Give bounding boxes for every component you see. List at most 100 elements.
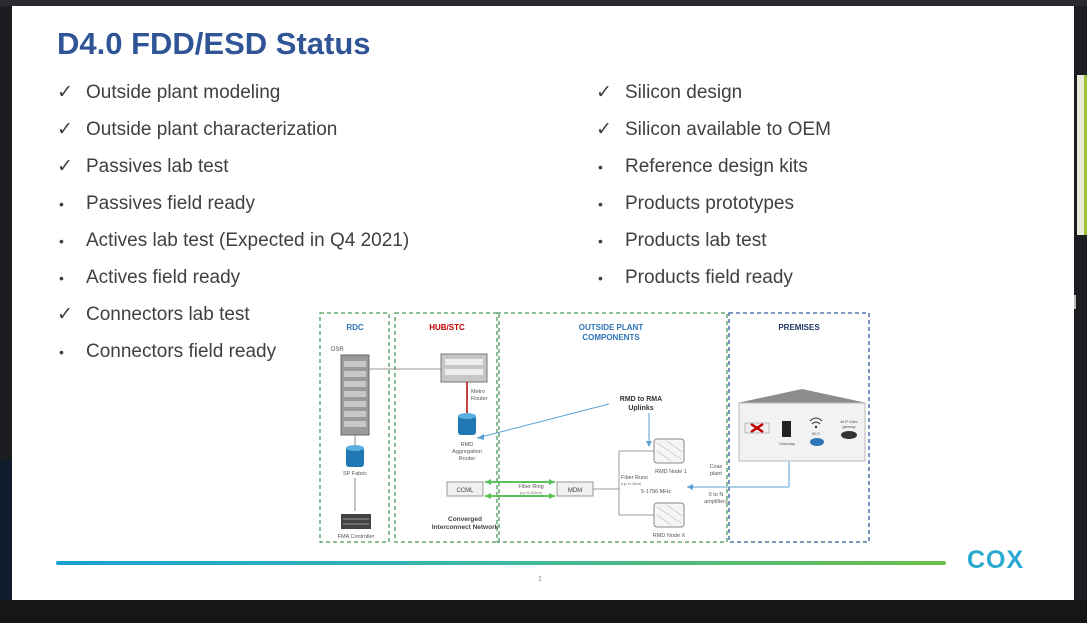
network-architecture-diagram: RDC HUB/STC OUTSIDE PLANT COMPONENTS PRE… — [319, 311, 874, 545]
status-list-left: ✓ Outside plant modeling ✓ Outside plant ch… — [57, 79, 409, 375]
status-item-text: Products field ready — [625, 267, 793, 288]
video-gateway-label-1: All IP video — [840, 420, 857, 424]
bullet-icon: • — [59, 344, 64, 360]
status-item: • Passives field ready — [57, 190, 409, 227]
checkmark-icon: ✓ — [57, 82, 73, 103]
fma-controller-label: FMA Controller — [338, 534, 375, 540]
osp-title-2: COMPONENTS — [582, 333, 640, 342]
status-item-text: Passives field ready — [86, 193, 255, 214]
rmd-agg-label-1: RMD — [461, 442, 474, 448]
status-item-text: Actives field ready — [86, 267, 241, 288]
rdc-title: RDC — [346, 323, 364, 332]
premises-title: PREMISES — [778, 323, 820, 332]
rdc-section — [319, 312, 390, 543]
rmd-node-1-icon — [653, 438, 685, 464]
premises-section — [728, 312, 870, 543]
status-item: • Actives field ready — [57, 264, 409, 301]
rmd-node-x-icon — [653, 502, 685, 528]
fiber-ring-label-2: (up to 80km) — [520, 490, 543, 495]
metro-router-label-1: Metro — [471, 389, 485, 395]
status-item: • Reference design kits — [596, 153, 831, 190]
sp-fabric-label: SP Fabric — [343, 471, 367, 477]
fiber-ring-label-1: Fiber Ring — [518, 484, 543, 490]
status-item: • Products lab test — [596, 227, 831, 264]
checkmark-icon: ✓ — [596, 82, 612, 103]
ccml-label: CCML — [456, 488, 474, 494]
bullet-icon: • — [598, 233, 603, 249]
status-item-text: Connectors field ready — [86, 341, 277, 362]
uplink-line — [476, 403, 610, 439]
rmd-aggregation-router-icon — [458, 413, 476, 435]
status-item-text: Products prototypes — [625, 193, 794, 214]
uplinks-label-2: Uplinks — [628, 405, 653, 412]
sp-fabric-router-icon — [346, 445, 364, 467]
amplifiers-label-2: amplifiers — [704, 499, 728, 505]
status-item: ✓ Outside plant characterization — [57, 116, 409, 153]
window-top-strip — [0, 0, 1087, 6]
converged-label-1: Converged — [448, 516, 482, 523]
status-item-text: Products lab test — [625, 230, 767, 251]
cable-modem-icon — [744, 422, 770, 434]
status-item: ✓ Passives lab test — [57, 153, 409, 190]
status-list-right: ✓ Silicon design ✓ Silicon available to OEM… — [596, 79, 831, 301]
status-item-text: Connectors lab test — [86, 304, 250, 325]
coax-label-2: plant — [710, 471, 722, 477]
status-item: • Connectors field ready — [57, 338, 409, 375]
video-device-icon — [810, 438, 824, 446]
amplifiers-label-1: 0 to N — [709, 492, 724, 498]
status-item-text: Silicon design — [625, 82, 743, 103]
coax-label-1: Coax — [710, 464, 723, 470]
ccml-box — [446, 481, 484, 497]
gateway-label: Gateway — [779, 441, 795, 446]
window-left-edge — [0, 460, 14, 600]
bullet-icon: • — [59, 196, 64, 212]
slide-title: D4.0 FDD/ESD Status — [57, 26, 371, 61]
metro-router-label-2: Router — [471, 396, 488, 402]
status-item-text: Actives lab test (Expected in Q4 2021) — [86, 230, 410, 251]
converged-label-2: Interconnect Network — [432, 524, 499, 531]
status-item-text: Outside plant characterization — [86, 119, 338, 140]
status-item: ✓ Silicon available to OEM — [596, 116, 831, 153]
bullet-icon: • — [598, 196, 603, 212]
resize-handle[interactable] — [1074, 295, 1076, 309]
status-item-text: Silicon available to OEM — [625, 119, 831, 140]
status-item: ✓ Connectors lab test — [57, 301, 409, 338]
bullet-icon: • — [598, 159, 603, 175]
uplinks-label-1: RMD to RMA — [620, 396, 662, 403]
fiber-runs-label-2: (up to 8km) — [621, 481, 642, 486]
rmd-agg-label-2: Aggregation — [452, 449, 482, 455]
rmd-agg-label-3: Router — [459, 456, 476, 462]
hub-section — [394, 312, 500, 543]
bullet-icon: • — [598, 270, 603, 286]
window-bottom-strip — [0, 600, 1087, 623]
status-item: • Actives lab test (Expected in Q4 2021) — [57, 227, 409, 264]
side-panel-tab[interactable] — [1077, 75, 1087, 235]
wifi-label: Wi-Fi — [812, 432, 820, 436]
bullet-icon: • — [59, 270, 64, 286]
status-item-text: Reference design kits — [625, 156, 808, 177]
metro-router-icon — [440, 353, 488, 383]
status-item: ✓ Silicon design — [596, 79, 831, 116]
fiber-runs-label-1: Fiber Runs — [621, 475, 648, 481]
frequency-label: 5-1796 MHz — [641, 489, 671, 495]
wifi-icon — [809, 417, 823, 429]
hub-title: HUB/STC — [429, 323, 465, 332]
cox-logo: COX — [967, 546, 1025, 574]
checkmark-icon: ✓ — [57, 119, 73, 140]
checkmark-icon: ✓ — [57, 304, 73, 325]
page-number: 1 — [538, 576, 542, 583]
presentation-slide: D4.0 FDD/ESD Status ✓ Outside plant model… — [12, 6, 1074, 600]
mdm-label: MDM — [568, 488, 582, 494]
fma-controller-icon — [341, 514, 371, 529]
rmd-node-1-label: RMD Node 1 — [655, 469, 687, 475]
bullet-icon: • — [59, 233, 64, 249]
status-item: • Products field ready — [596, 264, 831, 301]
video-gateway-icon — [841, 431, 857, 439]
status-item-text: Outside plant modeling — [86, 82, 281, 103]
checkmark-icon: ✓ — [596, 119, 612, 140]
status-item: • Products prototypes — [596, 190, 831, 227]
video-gateway-label-2: gateway — [842, 425, 855, 429]
gateway-icon — [782, 421, 791, 437]
checkmark-icon: ✓ — [57, 156, 73, 177]
status-item-text: Passives lab test — [86, 156, 229, 177]
